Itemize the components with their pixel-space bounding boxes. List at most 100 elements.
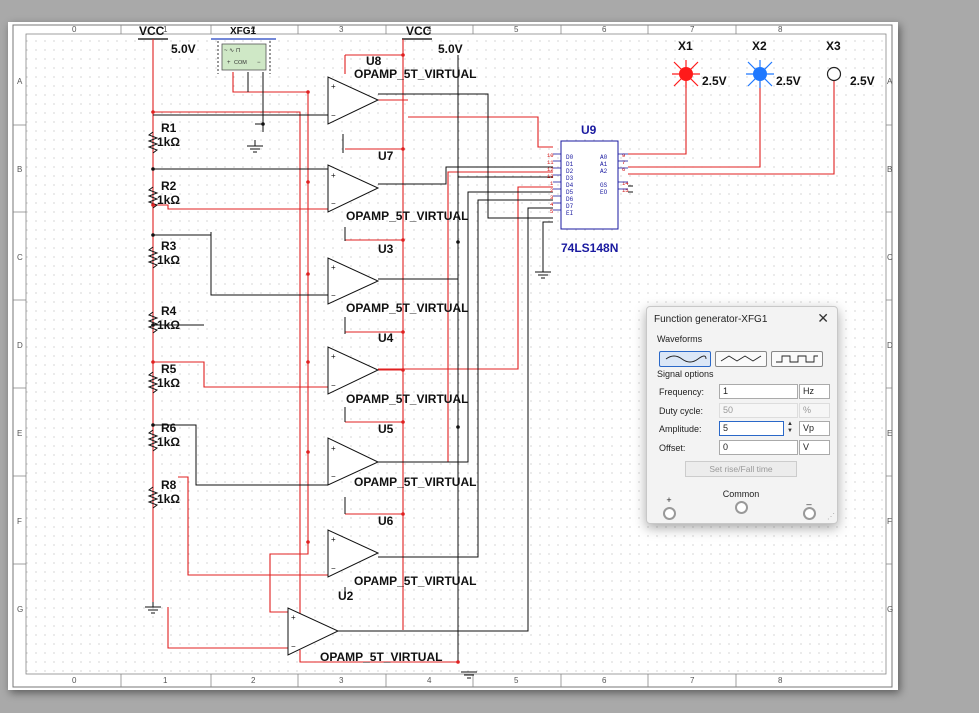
svg-text:2.5V: 2.5V <box>702 74 727 88</box>
svg-text:−: − <box>331 199 336 208</box>
svg-text:U4: U4 <box>378 331 394 345</box>
waveforms-label: Waveforms <box>657 334 703 344</box>
border-columns <box>13 25 892 687</box>
frequency-label: Frequency: <box>659 387 705 397</box>
frequency-unit-select[interactable]: Hz <box>799 384 830 399</box>
svg-text:6: 6 <box>622 166 625 173</box>
col-label: 7 <box>690 676 695 685</box>
svg-text:A0: A0 <box>600 154 608 161</box>
svg-text:U5: U5 <box>378 422 394 436</box>
terminal-common-label: Common <box>722 489 760 499</box>
svg-text:15: 15 <box>622 187 629 194</box>
svg-text:X3: X3 <box>826 39 841 53</box>
resistor-zigzags <box>147 131 159 509</box>
svg-text:A2: A2 <box>600 168 608 175</box>
offset-label: Offset: <box>659 443 686 453</box>
sine-wave-icon <box>665 355 707 363</box>
duty-cycle-unit: % <box>799 403 830 418</box>
col-label: 0 <box>72 25 77 34</box>
triangle-wave-button[interactable] <box>715 351 767 367</box>
vcc-source-left[interactable]: VCC 5.0V <box>138 24 196 56</box>
svg-text:D3: D3 <box>566 175 574 182</box>
vcc-source-right[interactable]: VCC 5.0V <box>402 24 463 56</box>
svg-text:R5: R5 <box>161 362 177 376</box>
encoder-ref: U9 <box>581 123 597 137</box>
frequency-input[interactable]: 1 <box>719 384 798 399</box>
svg-text:+: + <box>227 60 231 66</box>
frequency-row: Frequency: 1 Hz <box>659 384 830 399</box>
svg-text:1kΩ: 1kΩ <box>157 135 180 149</box>
amplitude-spinner[interactable]: ▲▼ <box>787 421 793 434</box>
terminal-plus[interactable]: + <box>659 495 679 520</box>
svg-text:R8: R8 <box>161 478 177 492</box>
svg-text:D5: D5 <box>566 189 574 196</box>
svg-text:R6: R6 <box>161 421 177 435</box>
svg-text:OPAMP_5T_VIRTUAL: OPAMP_5T_VIRTUAL <box>354 574 476 588</box>
terminal-plus-circle-icon <box>662 507 676 520</box>
probe-x3[interactable]: X3 2.5V <box>826 39 875 88</box>
col-label: 2 <box>251 25 256 34</box>
amplitude-label: Amplitude: <box>659 424 702 434</box>
svg-text:R4: R4 <box>161 304 177 318</box>
function-generator-dialog[interactable]: Function generator-XFG1 ✕ Waveforms Sign… <box>646 306 838 524</box>
amplitude-input[interactable]: 5 <box>719 421 784 436</box>
svg-text:U8: U8 <box>366 54 382 68</box>
close-icon[interactable]: ✕ <box>817 310 829 326</box>
duty-cycle-input[interactable]: 50 <box>719 403 798 418</box>
row-label: E <box>887 429 892 438</box>
square-wave-button[interactable] <box>771 351 823 367</box>
offset-unit-select[interactable]: V <box>799 440 830 455</box>
svg-text:R1: R1 <box>161 121 177 135</box>
schematic-sheet[interactable]: 0 1 2 3 4 5 6 7 8 0 1 2 3 4 5 6 7 8 A B … <box>8 22 898 690</box>
junction-dots <box>151 53 460 664</box>
svg-text:12: 12 <box>547 166 554 173</box>
col-label: 1 <box>163 676 168 685</box>
dialog-title: Function generator-XFG1 <box>654 314 768 325</box>
signal-options-label: Signal options <box>657 369 714 379</box>
svg-text:+: + <box>331 535 336 544</box>
amplitude-row: Amplitude: 5 ▲▼ Vp <box>659 421 830 436</box>
svg-text:1kΩ: 1kΩ <box>157 435 180 449</box>
col-label: 6 <box>602 25 607 34</box>
set-rise-fall-button[interactable]: Set rise/Fall time <box>685 461 797 477</box>
col-label: 4 <box>427 676 432 685</box>
terminal-minus[interactable]: _ <box>799 495 819 520</box>
sine-wave-button[interactable] <box>659 351 711 367</box>
svg-text:~ ∿ ⊓: ~ ∿ ⊓ <box>224 48 241 54</box>
col-label: 5 <box>514 25 519 34</box>
svg-text:D1: D1 <box>566 161 574 168</box>
svg-text:+: + <box>331 171 336 180</box>
encoder-74ls148n[interactable]: U9 74LS148N D0 D1 D2 D3 D4 D5 D6 D7 EI A… <box>547 123 629 255</box>
probe-x1[interactable]: X1 2.5V <box>672 39 727 88</box>
row-label: G <box>17 605 23 614</box>
terminal-common[interactable]: Common <box>717 489 765 514</box>
row-label: E <box>17 429 22 438</box>
svg-text:EO: EO <box>600 189 608 196</box>
svg-text:11: 11 <box>547 159 554 166</box>
vcc-value: 5.0V <box>171 42 196 56</box>
amplitude-unit-select[interactable]: Vp <box>799 421 830 436</box>
offset-input[interactable]: 0 <box>719 440 798 455</box>
svg-text:1kΩ: 1kΩ <box>157 376 180 390</box>
svg-text:+: + <box>331 263 336 272</box>
offset-row: Offset: 0 V <box>659 440 830 455</box>
svg-text:−: − <box>331 564 336 573</box>
svg-text:13: 13 <box>547 173 554 180</box>
signal-wires <box>153 55 633 662</box>
function-generator-symbol[interactable]: XFG1 ~ ∿ ⊓ + COM − <box>211 26 276 74</box>
svg-text:X2: X2 <box>752 39 767 53</box>
resize-grip-icon[interactable]: ⋰ <box>827 512 835 521</box>
row-label: B <box>17 165 22 174</box>
probe-x2[interactable]: X2 2.5V <box>746 39 801 88</box>
